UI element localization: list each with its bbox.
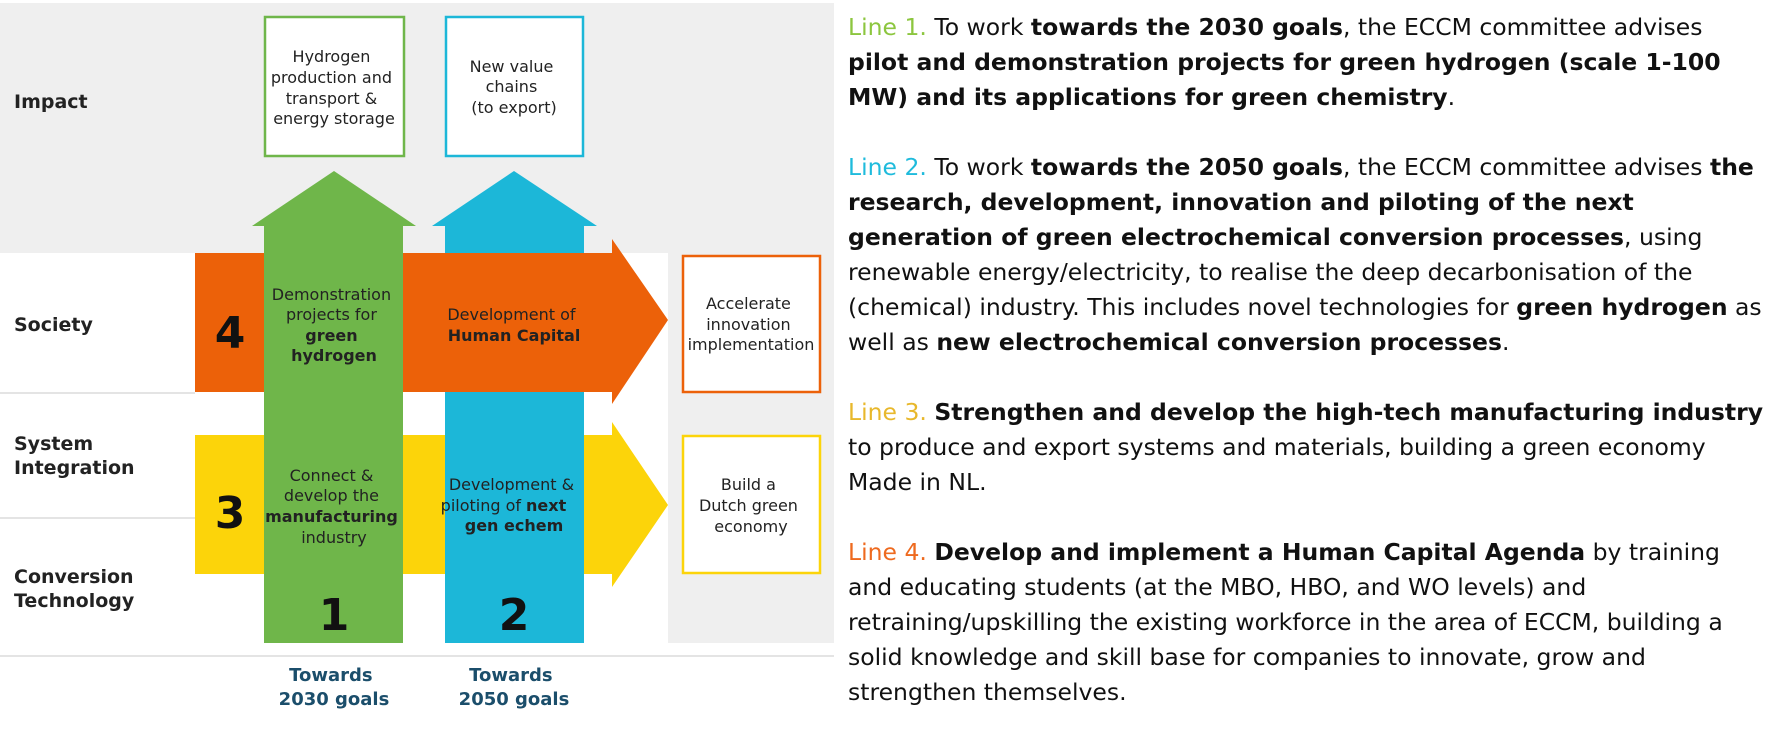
goal-label-2030: Towards 2030 goals xyxy=(279,665,390,710)
line-2-text: , the ECCM committee advises xyxy=(1342,153,1710,181)
line-number-4: 4 xyxy=(215,308,246,359)
line-number-3: 3 xyxy=(215,488,246,539)
impact-box-value-chains xyxy=(444,15,585,158)
eccm-roadmap-diagram: Impact Society System Integration Conver… xyxy=(0,3,834,710)
arrow-line-1 xyxy=(252,171,416,643)
line-3-paragraph: Line 3. Strengthen and develop the high-… xyxy=(848,395,1768,500)
line-2-bold: new electrochemical conversion processes xyxy=(936,328,1502,356)
impact-box-value-chains-text: New value chains (to export) xyxy=(470,57,559,117)
line-1-text: , the ECCM committee advises xyxy=(1342,13,1703,41)
row-label-conversion-technology: Conversion Technology xyxy=(14,566,140,612)
line-1-bold: towards the 2030 goals xyxy=(1030,13,1343,41)
line-4-bold: Develop and implement a Human Capital Ag… xyxy=(934,538,1586,566)
line-2-paragraph: Line 2. To work towards the 2050 goals, … xyxy=(848,150,1768,360)
goal-label-2050: Towards 2050 goals xyxy=(459,665,570,710)
arrow-line-4-overlay xyxy=(403,253,612,392)
line-4-paragraph: Line 4. Develop and implement a Human Ca… xyxy=(848,535,1768,710)
outcome-box-economy-text: Build a Dutch green economy xyxy=(699,475,803,536)
line-number-2: 2 xyxy=(499,590,530,641)
line-2-text: . xyxy=(1501,328,1510,356)
line-number-1: 1 xyxy=(319,590,350,641)
line-1-paragraph: Line 1. To work towards the 2030 goals, … xyxy=(848,10,1768,115)
line-2-text: To work xyxy=(926,153,1031,181)
line-4-text: by training and educating students (at t… xyxy=(848,538,1723,706)
line-2-bold: green hydrogen xyxy=(1516,293,1728,321)
row-label-impact: Impact xyxy=(14,91,88,113)
line-3-bold: Strengthen and develop the high-tech man… xyxy=(934,398,1764,426)
line-3-tag: Line 3. xyxy=(848,398,927,426)
line-1-text: To work xyxy=(926,13,1031,41)
line-2-bold: the research, development, innovation an… xyxy=(848,153,1754,251)
arrow-line-3-text: Connect & develop the manufacturing indu… xyxy=(265,466,403,547)
arrow-line-1-text: Demonstration projects for green hydroge… xyxy=(272,285,396,365)
line-2-text: , using renewable energy/electricity, to… xyxy=(848,223,1703,321)
line-2-tag: Line 2. xyxy=(848,153,927,181)
arrow-line-4-text: Development of Human Capital xyxy=(447,305,580,345)
row-label-system-integration: System Integration xyxy=(14,433,135,479)
outcome-box-economy xyxy=(681,434,822,575)
line-1-tag: Line 1. xyxy=(848,13,927,41)
arrow-line-2 xyxy=(432,171,597,643)
line-2-text: as well as xyxy=(848,293,1762,356)
line-1-text: . xyxy=(1447,83,1456,111)
line-2-bold: towards the 2050 goals xyxy=(1030,153,1343,181)
text-panel: Line 1. To work towards the 2030 goals, … xyxy=(848,10,1768,745)
impact-band xyxy=(0,3,834,253)
line-1-bold: pilot and demonstration projects for gre… xyxy=(848,48,1721,111)
outcome-box-accelerate xyxy=(681,254,822,394)
impact-box-hydrogen-text: Hydrogen production and transport & ener… xyxy=(271,47,397,128)
line-4-tag: Line 4. xyxy=(848,538,927,566)
line-3-text: to produce and export systems and materi… xyxy=(848,433,1706,496)
impact-box-hydrogen xyxy=(263,15,406,158)
row-label-society: Society xyxy=(14,314,93,336)
outcome-box-accelerate-text: Accelerate innovation implementation xyxy=(688,294,815,354)
